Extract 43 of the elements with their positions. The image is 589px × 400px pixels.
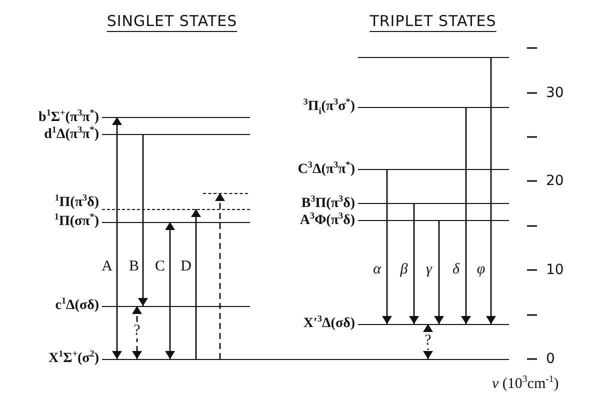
edge-label: α [373, 262, 381, 278]
energy-level [358, 55, 509, 59]
tick-label: 30 [546, 85, 564, 101]
transition-arrow [112, 117, 122, 359]
state-label: X$^{1}$Σ$^{+}$(σ$^{2}$) [48, 350, 100, 368]
state-label: $^{1}$Π(σπ$^{*}$) [54, 214, 100, 230]
edge-label: β [400, 262, 408, 278]
transition-arrow [132, 306, 142, 359]
section-heading: TRIPLET STATES [370, 12, 496, 30]
axis-label: ν (10$^{3}$cm$^{-1}$) [492, 376, 559, 393]
transition-arrow [434, 220, 444, 324]
state-label: C$^{3}$Δ(π$^{3}$π$^{*}$) [298, 160, 356, 178]
tick-label: 10 [546, 262, 564, 278]
transition-arrow [138, 134, 148, 306]
state-label: d$^{1}$Δ(π$^{3}$π$^{*}$) [44, 126, 100, 142]
transition-arrow [165, 222, 175, 359]
transition-arrow [382, 169, 392, 324]
edge-label: C [155, 260, 165, 274]
transition-arrow [409, 203, 419, 324]
state-label: B$^{3}$Π(π$^{3}$δ) [301, 194, 356, 212]
state-label: $^{1}$Π(π$^{3}$δ) [54, 196, 100, 210]
state-label: X′$^{3}$Δ(σδ) [303, 315, 356, 333]
transition-arrow [461, 107, 471, 324]
transition-arrow [423, 324, 433, 359]
edge-label: D [180, 260, 192, 274]
edge-label: A [102, 260, 112, 274]
state-label: $^{3}$Π$_{i}$(π$^{3}$σ$^{*}$) [303, 98, 356, 116]
edge-label: γ [426, 262, 432, 278]
tick-label: 0 [546, 351, 555, 367]
edge-label: ? [134, 324, 140, 338]
edge-label: δ [452, 262, 460, 278]
edge-label: φ [476, 262, 486, 278]
tick-label: 20 [546, 173, 564, 189]
transition-arrow [486, 57, 496, 324]
state-label: b$^{1}$Σ$^{+}$(π$^{3}$π$^{*}$) [38, 108, 100, 126]
transition-arrow [215, 193, 225, 359]
edge-label: ? [424, 334, 432, 348]
energy-level [203, 191, 248, 195]
edge-label: B [129, 260, 139, 274]
state-label: c$^{1}$Δ(σδ) [55, 297, 100, 315]
state-label: A$^{3}$Φ(π$^{3}$δ) [300, 212, 356, 228]
section-heading: SINGLET STATES [106, 12, 238, 30]
transition-arrow [191, 209, 201, 359]
